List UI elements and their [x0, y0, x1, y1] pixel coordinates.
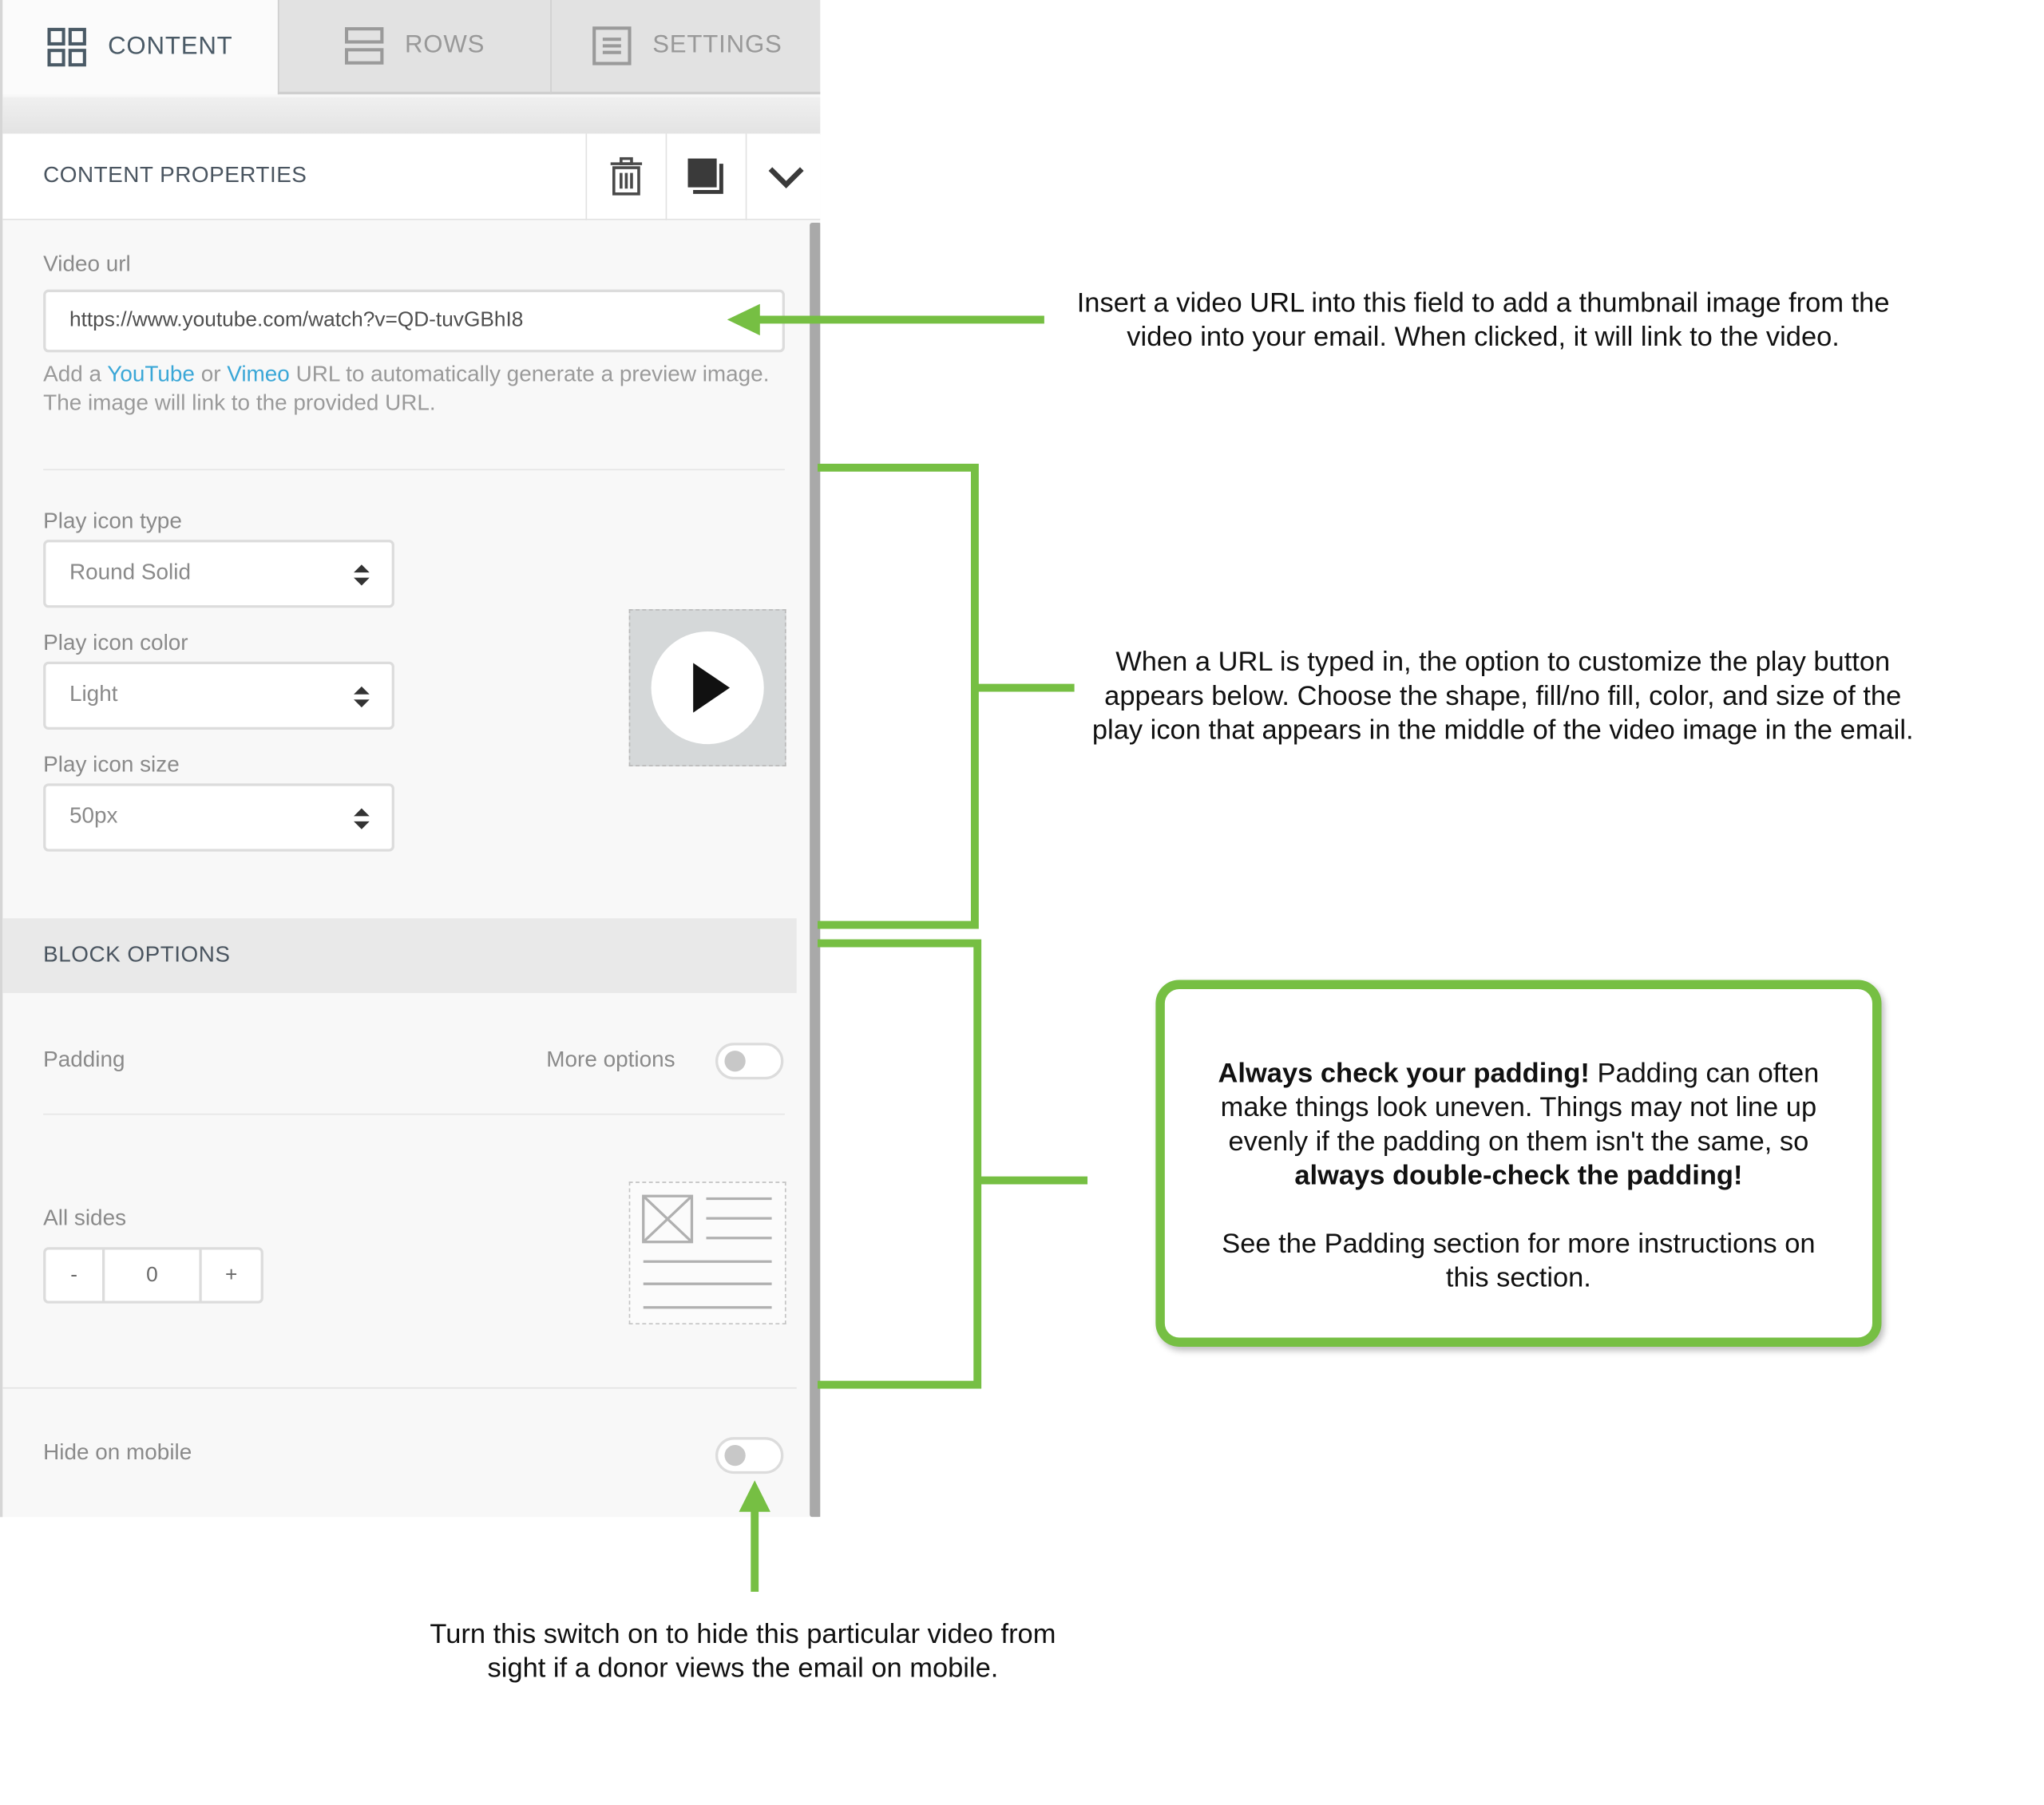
padding-bold-2: always double-check the padding! — [1294, 1160, 1743, 1191]
padding-value-input[interactable]: 0 — [105, 1249, 202, 1301]
collapse-button[interactable] — [745, 133, 821, 220]
more-options-label: More options — [546, 1047, 675, 1072]
panel-scrollbar[interactable] — [810, 222, 821, 1518]
image-placeholder-icon — [642, 1194, 772, 1309]
play-circle — [651, 631, 764, 745]
padding-decrement-button[interactable]: - — [46, 1249, 105, 1301]
tab-settings[interactable]: SETTINGS — [550, 0, 821, 95]
help-suffix: URL to automatically generate a preview … — [43, 361, 770, 416]
vimeo-link[interactable]: Vimeo — [227, 361, 290, 387]
delete-button[interactable] — [585, 133, 666, 220]
section-divider — [43, 469, 785, 471]
toggle-knob — [724, 1051, 746, 1072]
tab-rows-label: ROWS — [404, 31, 485, 59]
hide-on-mobile-label: Hide on mobile — [43, 1439, 192, 1465]
play-icon — [693, 663, 731, 713]
annotation-video-url: Insert a video URL into this field to ad… — [1076, 288, 1890, 353]
play-icon-size-label: Play icon size — [43, 751, 180, 778]
padding-text-2: See the Padding section for more instruc… — [1222, 1229, 1816, 1293]
section-divider — [2, 1387, 797, 1389]
grid-icon — [48, 27, 87, 67]
content-properties-bar: CONTENT PROPERTIES — [2, 133, 821, 220]
play-icon-color-select[interactable]: Light — [43, 661, 394, 730]
play-icon-size-select[interactable]: 50px — [43, 783, 394, 852]
tab-content-label: CONTENT — [108, 33, 233, 61]
tab-bar: CONTENT ROWS SETTINGS — [2, 0, 821, 97]
padding-bold-1: Always check your padding! — [1218, 1058, 1590, 1089]
youtube-link[interactable]: YouTube — [107, 361, 195, 387]
padding-callout-text: Always check your padding! Padding can o… — [1217, 1057, 1820, 1296]
video-url-value: https://www.youtube.com/watch?v=QD-tuvGB… — [69, 309, 524, 332]
play-icon-type-label: Play icon type — [43, 508, 182, 533]
play-icon-type-select[interactable]: Round Solid — [43, 540, 394, 608]
play-icon-color-value: Light — [69, 681, 118, 707]
content-panel: CONTENT ROWS SETTINGS CONTENT PROPERTIES — [0, 0, 821, 1518]
play-icon-type-value: Round Solid — [69, 559, 191, 584]
tab-rows[interactable]: ROWS — [277, 0, 551, 95]
chevron-down-icon — [768, 167, 804, 189]
settings-list-icon — [592, 26, 632, 65]
tab-settings-label: SETTINGS — [652, 31, 782, 59]
play-icon-color-label: Play icon color — [43, 630, 188, 655]
block-options-header: BLOCK OPTIONS — [2, 918, 797, 993]
padding-text-1: Padding can often make things look uneve… — [1220, 1058, 1820, 1158]
padding-preview — [628, 1182, 786, 1325]
padding-callout: Always check your padding! Padding can o… — [1155, 980, 1882, 1347]
rows-icon — [344, 27, 384, 65]
sort-arrows-icon — [354, 808, 370, 829]
duplicate-button[interactable] — [665, 133, 746, 220]
padding-stepper: - 0 + — [43, 1247, 263, 1304]
trash-icon — [610, 156, 643, 196]
video-url-input[interactable]: https://www.youtube.com/watch?v=QD-tuvGB… — [43, 289, 785, 353]
video-url-help: Add a YouTube or Vimeo URL to automatica… — [43, 360, 777, 418]
sort-arrows-icon — [354, 686, 370, 708]
help-or: or — [194, 361, 228, 387]
more-options-toggle[interactable] — [715, 1043, 784, 1080]
annotation-play-button: When a URL is typed in, the option to cu… — [1091, 647, 1914, 746]
play-icon-size-value: 50px — [69, 802, 118, 829]
padding-label: Padding — [43, 1047, 125, 1072]
play-icon-preview — [628, 609, 786, 766]
annotation-hide-mobile: Turn this switch on to hide this particu… — [430, 1619, 1056, 1684]
tab-content[interactable]: CONTENT — [2, 0, 278, 95]
hide-on-mobile-toggle[interactable] — [715, 1437, 784, 1474]
section-divider — [43, 1113, 785, 1115]
block-options-title: BLOCK OPTIONS — [43, 941, 231, 968]
all-sides-label: All sides — [43, 1205, 127, 1230]
content-properties-title: CONTENT PROPERTIES — [43, 162, 307, 188]
sort-arrows-icon — [354, 564, 370, 586]
toggle-knob — [724, 1445, 746, 1467]
duplicate-icon — [687, 158, 723, 194]
padding-increment-button[interactable]: + — [225, 1263, 238, 1286]
help-prefix: Add a — [43, 361, 108, 387]
video-url-label: Video url — [43, 251, 131, 277]
